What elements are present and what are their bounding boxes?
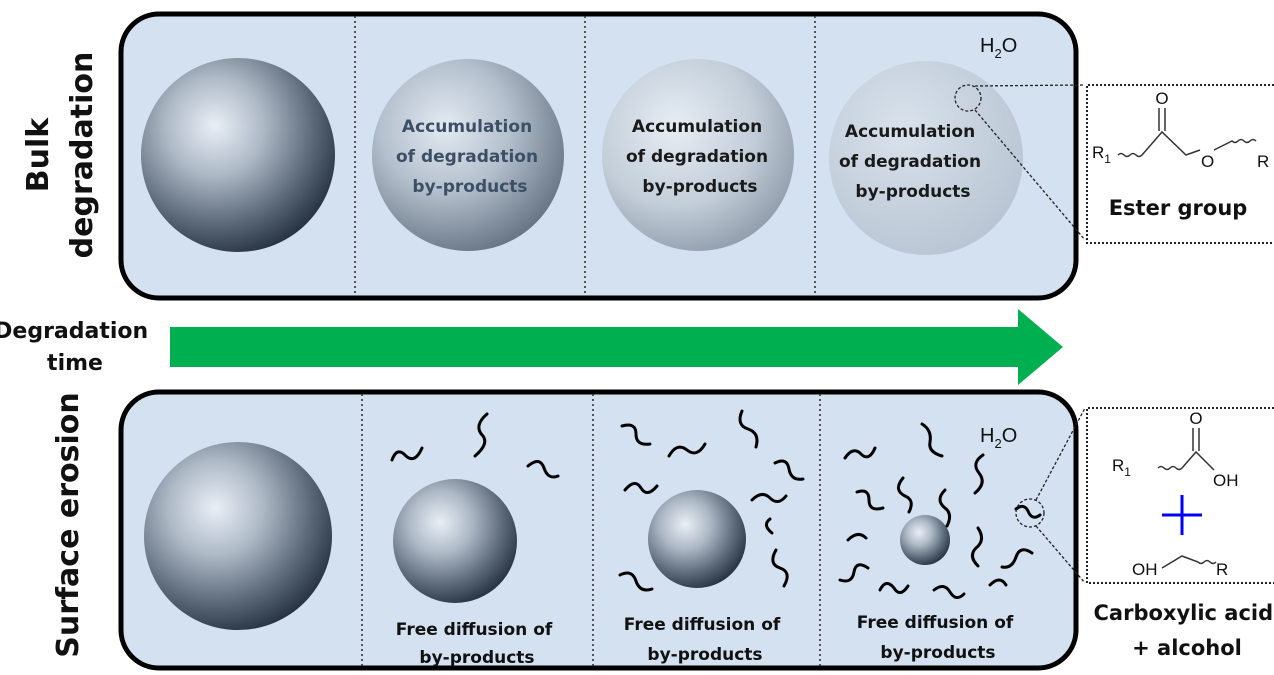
sphere-icon xyxy=(372,59,564,251)
by-product-chain-icon xyxy=(667,442,707,458)
by-product-chain-icon xyxy=(773,459,805,481)
by-product-chain-icon xyxy=(973,453,985,495)
by-product-chain-icon xyxy=(771,548,789,588)
ester-structure xyxy=(1117,130,1201,158)
by-product-chain-icon xyxy=(920,422,944,458)
ester-r: R xyxy=(1257,152,1269,171)
svg-text:O: O xyxy=(1155,89,1168,108)
time-label-line1: Degradation xyxy=(0,319,148,344)
svg-text:Carboxylic acid + alcohol: Carboxylic acid + alcohol xyxy=(1094,601,1274,660)
by-product-chain-icon xyxy=(1014,504,1042,519)
sphere-icon xyxy=(144,442,332,630)
plus-icon xyxy=(1162,495,1202,535)
alcohol-r: R xyxy=(1216,560,1228,579)
by-product-chain-icon xyxy=(390,446,424,462)
surface-stage4-line1: Free diffusion of xyxy=(857,613,1014,633)
sphere-icon xyxy=(393,479,517,603)
svg-text:Free diffusion of by-pro: Free diffusion of by-products xyxy=(857,613,1019,663)
by-product-chain-icon xyxy=(838,563,870,583)
svg-text:Accumulation of degradat: Accumulation of degradation by-products xyxy=(396,117,544,197)
surface-stage4-line2: by-products xyxy=(880,643,995,663)
surface-panel-frame xyxy=(118,389,1079,671)
bulk-stage4-line3: by-products xyxy=(855,182,970,202)
by-product-chain-icon xyxy=(988,578,1008,587)
acid-r1: R1 xyxy=(1112,456,1131,479)
bulk-stage4-line1: Accumulation xyxy=(845,122,975,142)
surface-panel: Free diffusion of by-products Free diffu… xyxy=(118,389,1079,671)
bulk-stage3-line1: Accumulation xyxy=(632,117,762,137)
by-product-chains xyxy=(390,409,1042,599)
acid-o-double: O xyxy=(1189,409,1202,428)
acid-oh: OH xyxy=(1213,471,1239,490)
by-product-chain-icon xyxy=(843,446,877,460)
by-product-chain-icon xyxy=(897,476,913,514)
by-product-chain-icon xyxy=(855,489,885,511)
surface-stage3-line2: by-products xyxy=(647,645,762,665)
surface-stage2-line1: Free diffusion of xyxy=(396,620,553,640)
by-product-chain-icon xyxy=(878,582,910,594)
sphere-icon xyxy=(602,59,794,251)
sphere-icon xyxy=(141,58,335,252)
svg-text:Accumulation of degradat: Accumulation of degradation by-products xyxy=(839,122,987,202)
surface-stage3-line1: Free diffusion of xyxy=(624,615,781,635)
alcohol-structure xyxy=(1161,555,1217,569)
sphere-icon xyxy=(829,61,1023,255)
ester-o-link: O xyxy=(1201,152,1214,171)
time-label-line2: time xyxy=(47,351,103,376)
arrow-icon xyxy=(170,309,1063,385)
row-label-bulk: Bulk xyxy=(21,117,56,193)
zoom-line xyxy=(1035,407,1086,501)
svg-text:Free diffusion of by-pro: Free diffusion of by-products xyxy=(624,615,786,665)
by-product-chain-icon xyxy=(620,423,652,446)
water-label-bottom: H2O xyxy=(980,425,1017,451)
row-label-surface-erosion: Surface erosion xyxy=(51,392,86,658)
surface-stage2-line2: by-products xyxy=(419,648,534,668)
by-product-chain-icon xyxy=(526,460,560,479)
by-product-chain-icon xyxy=(1000,548,1034,569)
by-product-chain-icon xyxy=(932,585,966,599)
sphere-icon xyxy=(648,490,746,588)
svg-text:Free diffusion of by-pro: Free diffusion of by-products xyxy=(396,620,558,668)
by-product-chain-icon xyxy=(473,412,489,458)
acid-structure xyxy=(1157,450,1215,471)
ester-r1: R1 xyxy=(1092,143,1111,166)
acid-caption-line2: + alcohol xyxy=(1132,636,1242,660)
zoom-line xyxy=(1035,525,1086,584)
bulk-stage2-line3: by-products xyxy=(412,177,527,197)
zoom-circle-bottom xyxy=(1015,498,1045,528)
by-product-chain-icon xyxy=(765,517,774,535)
bulk-stage4-line2: of degradation xyxy=(839,152,981,172)
water-label-top: H2O xyxy=(980,35,1017,61)
by-product-chain-icon xyxy=(618,571,654,592)
ester-o-double: O xyxy=(1155,89,1168,108)
ester-group-panel: O R1 O R Ester group xyxy=(1086,84,1274,244)
bulk-panel: Accumulation of degradation by-products … xyxy=(118,11,1079,301)
bulk-stage2-line1: Accumulation xyxy=(402,117,532,137)
acid-alcohol-panel: O R1 OH OH R xyxy=(1086,407,1274,584)
alcohol-oh: OH xyxy=(1132,560,1158,579)
by-product-chain-icon xyxy=(738,409,759,449)
by-product-chain-icon xyxy=(938,488,952,528)
zoom-line xyxy=(974,109,1086,241)
sphere-icon xyxy=(900,515,950,565)
svg-text:Accumulation of degradat: Accumulation of degradation by-products xyxy=(626,117,774,197)
bulk-stage3-line3: by-products xyxy=(642,177,757,197)
by-product-chain-icon xyxy=(750,493,788,503)
row-label-degradation: degradation xyxy=(65,52,100,259)
by-product-chain-icon xyxy=(623,482,659,494)
ester-caption: Ester group xyxy=(1109,196,1248,220)
by-product-chain-icon xyxy=(846,533,868,542)
svg-text:Degradation time: Degradation time xyxy=(0,319,156,376)
bulk-stage2-line2: of degradation xyxy=(396,147,538,167)
bulk-stage3-line2: of degradation xyxy=(626,147,768,167)
zoom-line xyxy=(974,84,1086,87)
zoom-circle-top xyxy=(954,84,982,112)
by-product-chain-icon xyxy=(971,526,983,568)
bulk-panel-frame xyxy=(118,11,1079,301)
acid-caption-line1: Carboxylic acid xyxy=(1094,601,1274,625)
